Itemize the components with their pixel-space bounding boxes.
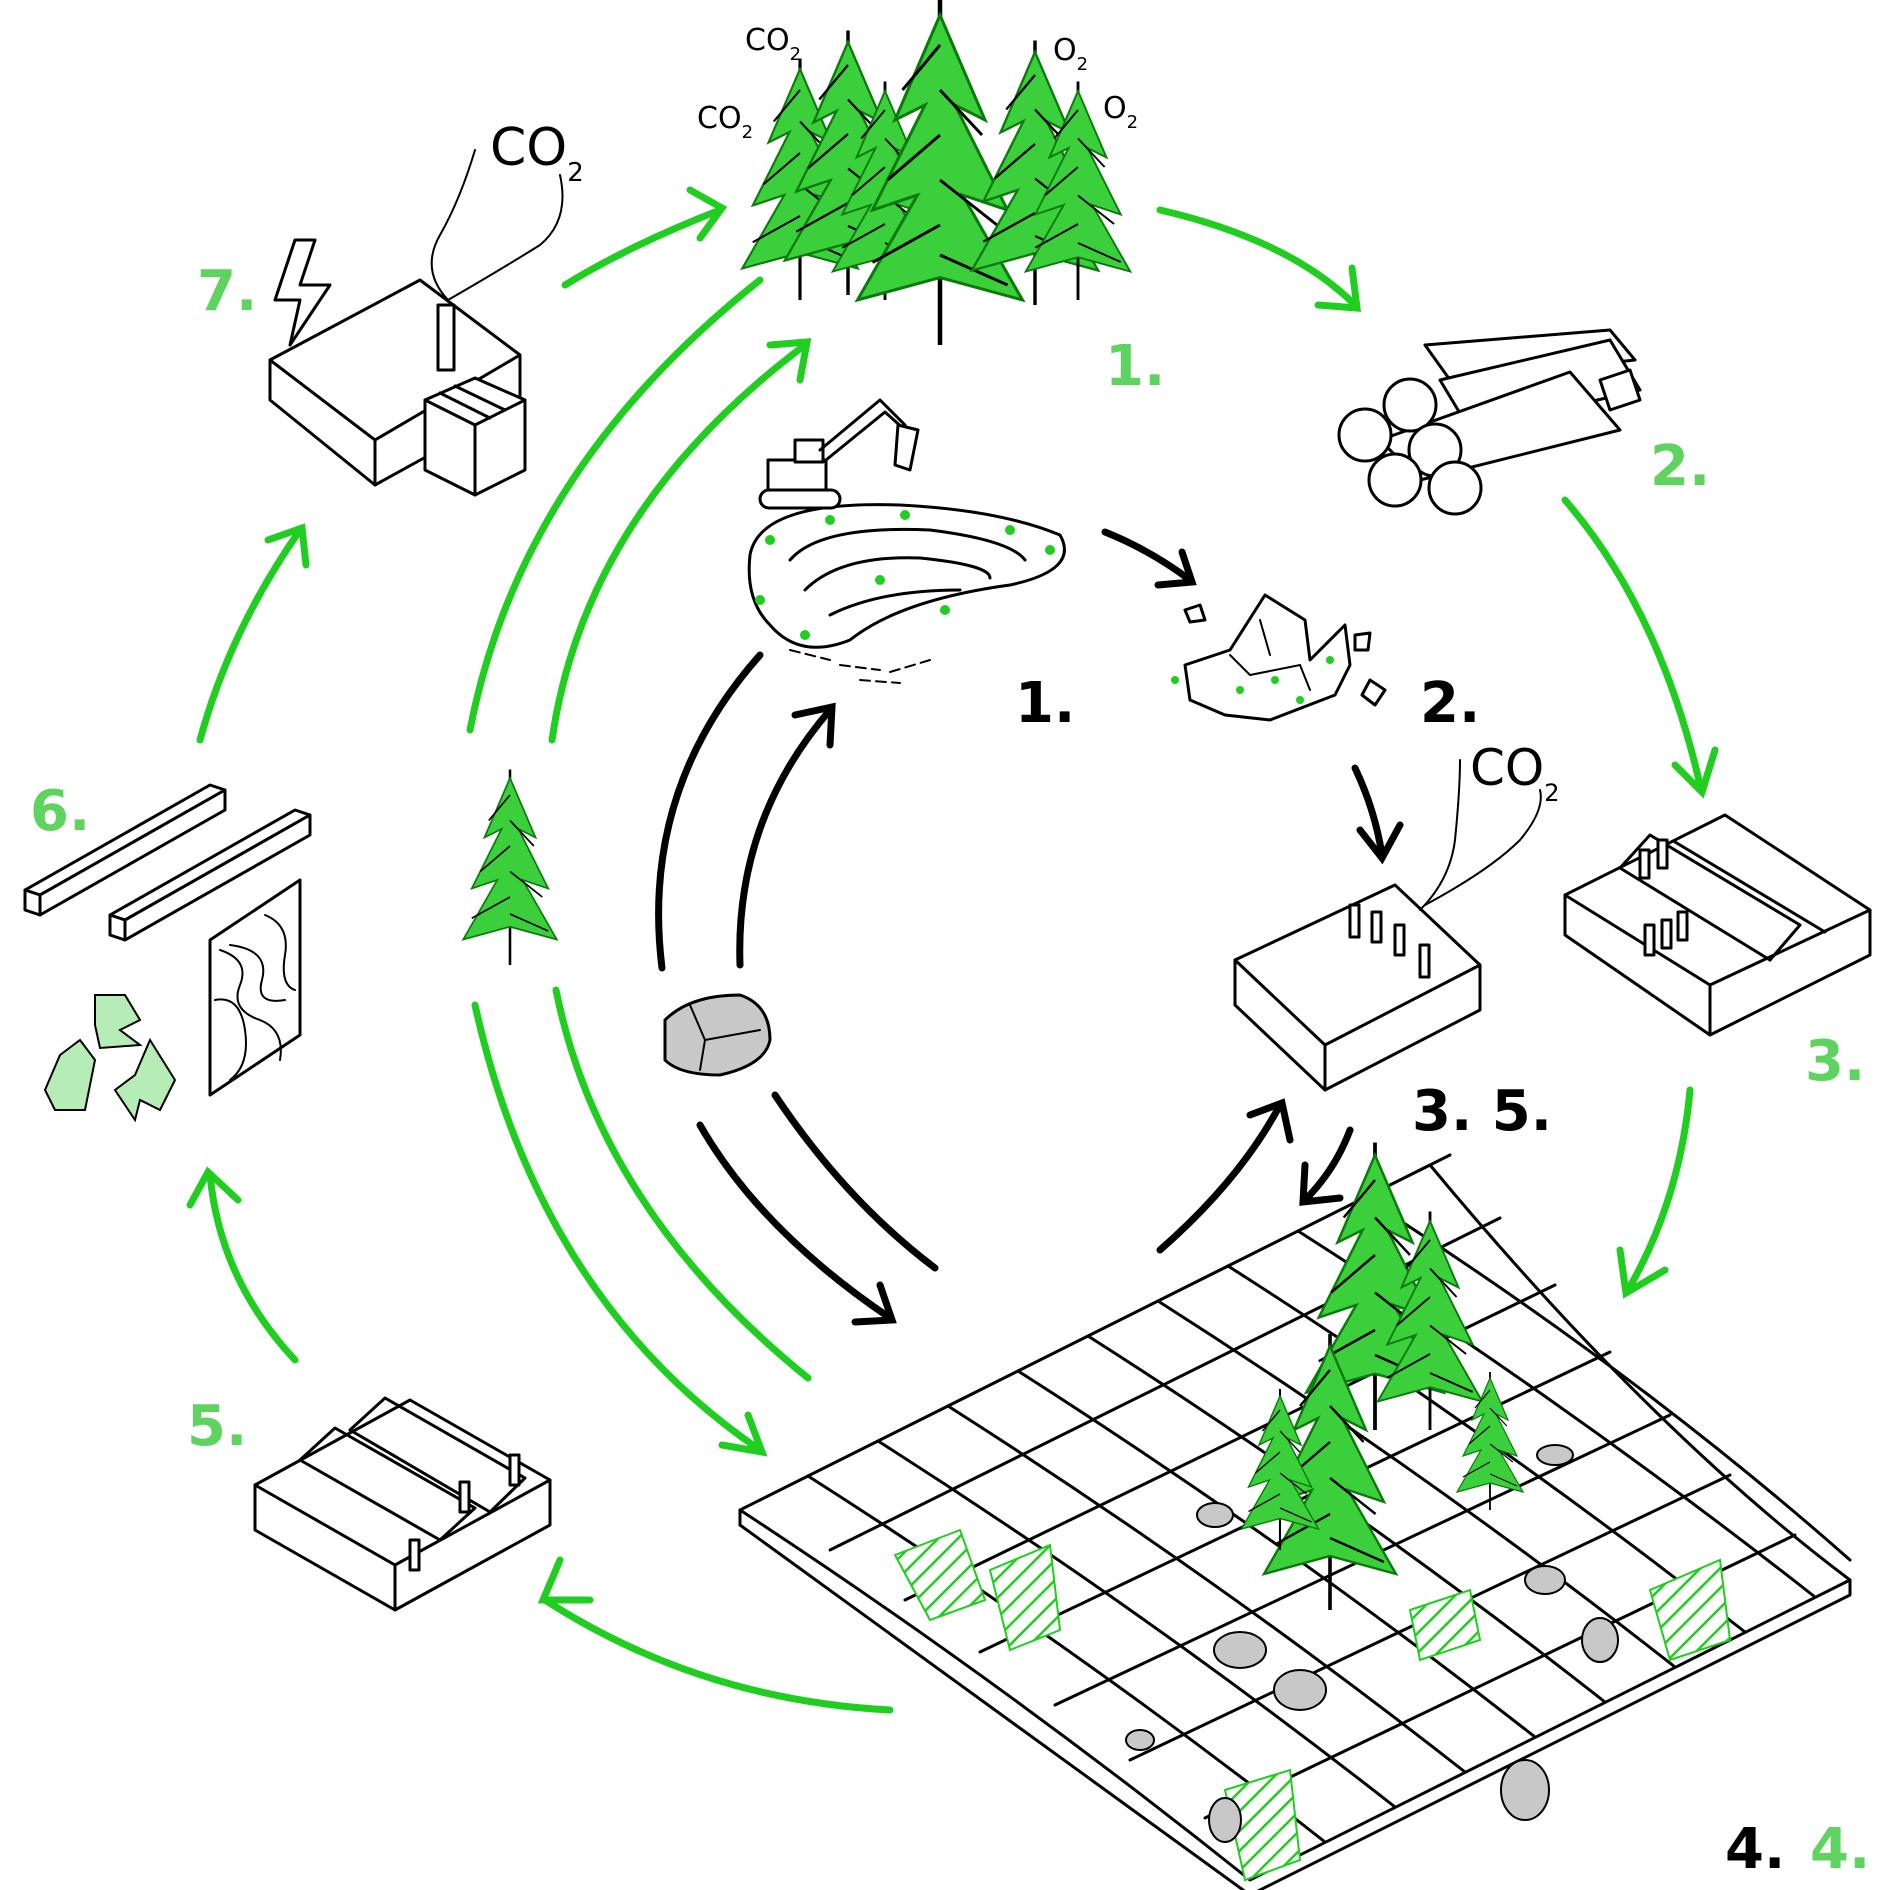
recycle-icon: [43, 994, 177, 1123]
grid-ribs: [758, 1153, 1852, 1844]
arrow-factory-to-grid: [1301, 1126, 1354, 1204]
timber-step-5: 5.: [187, 1394, 247, 1459]
wood-panel-icon: [208, 878, 302, 1097]
timber-step-1: 1.: [1105, 334, 1165, 399]
arrow-2-to-3: [1561, 496, 1704, 789]
arrow-quarry-to-rubble: [1101, 528, 1194, 584]
stone-step-1: 1.: [1015, 671, 1075, 736]
timber-step-3: 3.: [1805, 1029, 1865, 1094]
power-plant-smoke: [430, 149, 476, 301]
svg-text:CO2: CO2: [697, 101, 753, 143]
forest-co2-o2: CO2 CO2 O2 O2: [697, 23, 1138, 143]
stone-cycle-arrows: [655, 528, 1404, 1326]
arrow-5-to-6: [206, 1171, 299, 1364]
arrow-tree-up-inner: [548, 341, 809, 744]
svg-text:O2: O2: [1103, 91, 1138, 133]
workshop-icon: [253, 1396, 552, 1612]
arrow-boulder-down-inner: [771, 1091, 939, 1272]
arrow-3-to-4: [1624, 1086, 1694, 1294]
arrow-boulder-down-outer: [696, 1121, 894, 1322]
arrow-boulder-up-outer: [655, 651, 764, 972]
power-plant-icon: [268, 278, 527, 497]
stone-step-3-5: 3. 5.: [1412, 1079, 1552, 1144]
stone-step-4: 4.: [1725, 1817, 1785, 1882]
beams-icon: [23, 783, 312, 942]
logs-icon: [1337, 328, 1642, 516]
timber-step-2: 2.: [1650, 434, 1710, 499]
arrow-tree-down-inner: [552, 986, 812, 1382]
timber-step-7: 7.: [197, 259, 257, 324]
arrow-rubble-to-factory: [1351, 764, 1386, 859]
arrow-4-to-5: [541, 1596, 894, 1714]
arrow-7-to-1: [561, 206, 724, 289]
arrow-1-to-2: [1156, 206, 1359, 309]
svg-text:O2: O2: [1053, 33, 1088, 75]
arrow-boulder-up-inner: [736, 706, 834, 969]
stone-factory-co2: CO2: [1470, 739, 1560, 807]
quarry-icon: [747, 503, 1066, 684]
grid-boulders: [1125, 1444, 1619, 1843]
stone-factory-icon: [1233, 883, 1482, 1092]
power-plant-co2: CO2: [490, 118, 584, 188]
arrow-tree-down-outer: [471, 1001, 764, 1454]
boulder-icon: [663, 993, 772, 1077]
excavator-icon: [758, 398, 920, 510]
arrow-grid-to-factory: [1156, 1101, 1284, 1254]
lightning-icon: [273, 238, 332, 347]
rubble-icon: [1171, 593, 1387, 722]
young-tree-icon: [461, 768, 559, 967]
sawmill-icon: [1563, 813, 1872, 1037]
timber-step-6: 6.: [30, 779, 90, 844]
stone-factory-smoke: [1419, 759, 1461, 911]
grid-structure-icon: [738, 1140, 1852, 1890]
arrow-6-to-7: [196, 526, 304, 744]
svg-text:CO2: CO2: [745, 23, 801, 65]
stone-step-2: 2.: [1420, 671, 1480, 736]
timber-cycle-arrows: [186, 186, 1719, 1714]
arrow-tree-up-outer: [466, 276, 764, 734]
timber-step-4: 4.: [1810, 1817, 1870, 1882]
